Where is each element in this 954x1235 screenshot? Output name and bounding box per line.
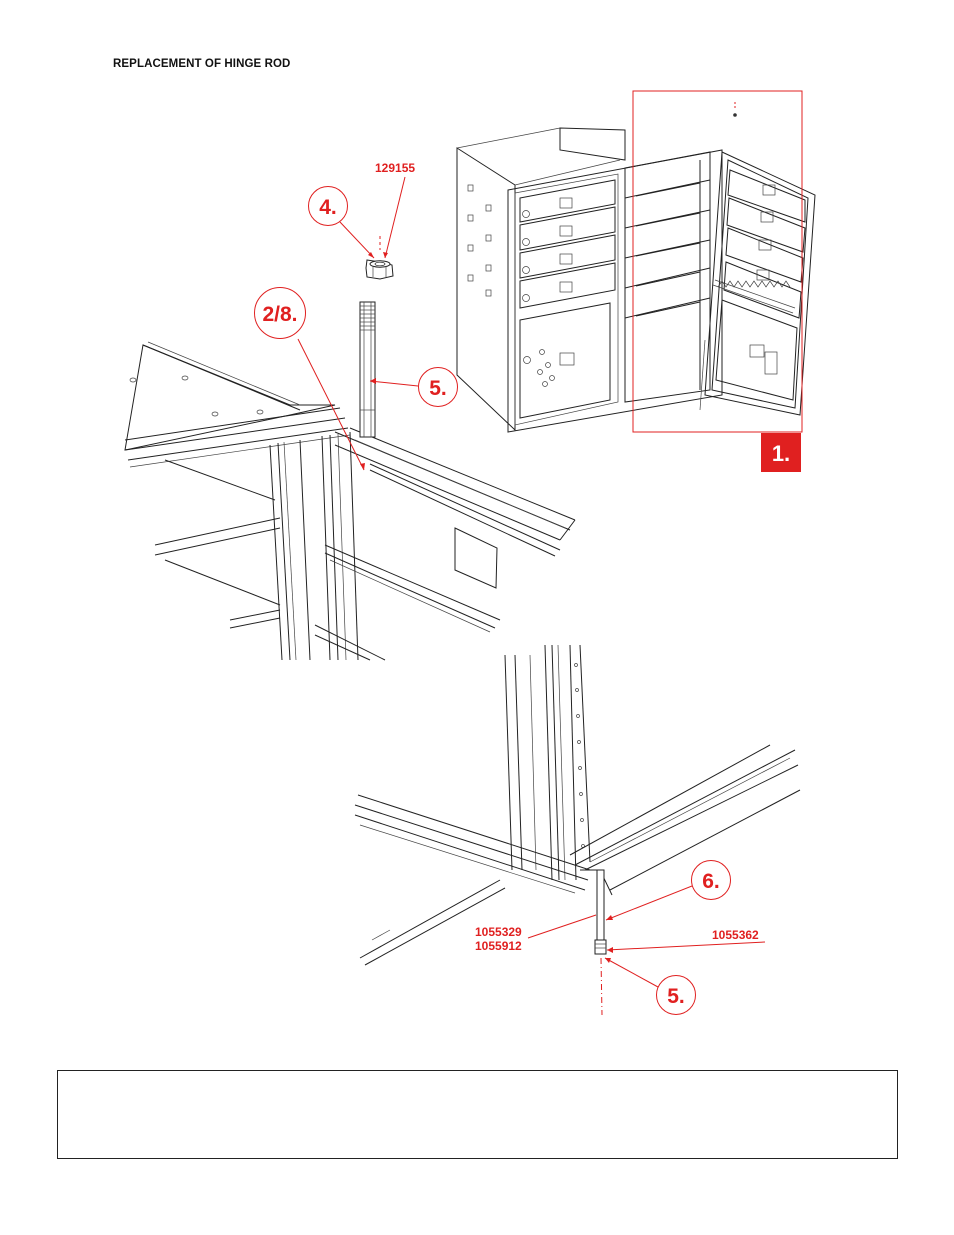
callout-2-8: 2/8. <box>254 287 365 471</box>
page-title: REPLACEMENT OF HINGE ROD <box>113 58 291 70</box>
callout-5-upper: 5. <box>369 367 458 407</box>
callout-4: 4. <box>308 186 375 259</box>
part-numbers-rod: 1055329 1055912 <box>475 914 597 953</box>
callout-4-label: 4. <box>319 196 337 219</box>
callout-2-8-label: 2/8. <box>262 303 297 326</box>
part-number-1055362: 1055362 <box>606 928 766 953</box>
callout-5-upper-label: 5. <box>429 377 447 400</box>
part-number-nut: 129155 <box>375 161 415 175</box>
callout-5-lower-label: 5. <box>667 985 685 1008</box>
callout-6-label: 6. <box>702 870 720 893</box>
part-number-bottom: 1055362 <box>712 928 759 942</box>
bottom-hinge-detail <box>354 644 801 1016</box>
part-number-rod-b: 1055912 <box>475 939 522 953</box>
callout-1-label: 1. <box>772 441 790 466</box>
part-number-129155: 129155 <box>375 161 415 259</box>
part-number-rod-a: 1055329 <box>475 925 522 939</box>
top-hinge-detail <box>124 236 576 661</box>
note-box <box>57 1070 898 1159</box>
callout-6: 6. <box>605 860 731 921</box>
callout-1-badge: 1. <box>761 433 801 472</box>
hinge-rod-diagram: 1. <box>124 90 816 1016</box>
callout-5-lower: 5. <box>604 957 696 1015</box>
cabinet-overview <box>456 90 816 433</box>
